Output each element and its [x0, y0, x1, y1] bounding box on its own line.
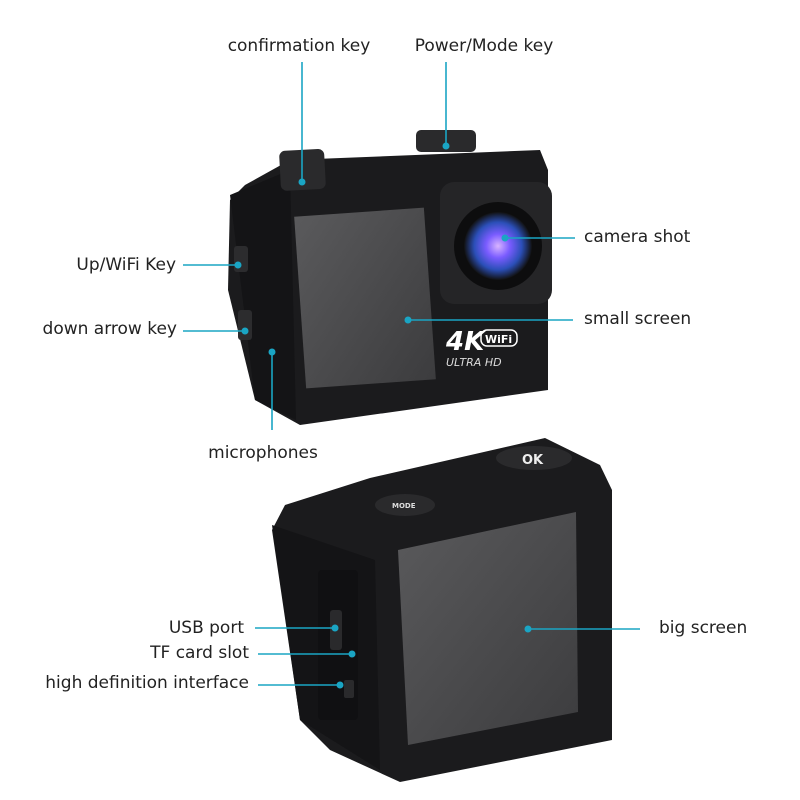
big-screen: [398, 512, 578, 745]
ok-button[interactable]: [496, 446, 572, 470]
camera-front-view: 4K ULTRA HD WiFi: [228, 130, 552, 425]
label-confirmation-key: confirmation key: [227, 36, 371, 56]
mode-label: MODE: [392, 502, 416, 510]
ultra-hd-logo: ULTRA HD: [446, 356, 502, 369]
label-power-mode-key: Power/Mode key: [414, 36, 554, 56]
ok-label: OK: [522, 453, 544, 468]
camera-rear-view: MODE OK: [272, 438, 612, 782]
label-down-arrow-key: down arrow key: [42, 319, 177, 339]
label-camera-shot: camera shot: [584, 227, 691, 247]
up-wifi-button[interactable]: [234, 246, 248, 272]
label-tf-card-slot: TF card slot: [150, 643, 249, 663]
small-screen: [294, 207, 436, 389]
mode-button[interactable]: [375, 494, 435, 516]
wifi-logo: WiFi: [485, 333, 512, 346]
hdmi-port[interactable]: [344, 680, 354, 698]
label-big-screen: big screen: [659, 618, 748, 638]
label-usb-port: USB port: [168, 618, 244, 638]
label-hdmi: high definition interface: [45, 673, 249, 693]
label-microphones: microphones: [208, 443, 318, 463]
down-arrow-button[interactable]: [238, 310, 252, 340]
label-small-screen: small screen: [584, 309, 692, 329]
callout-lines: [183, 62, 640, 689]
lens: [464, 212, 532, 280]
label-up-wifi-key: Up/WiFi Key: [76, 255, 176, 275]
4k-logo: 4K: [445, 327, 486, 357]
